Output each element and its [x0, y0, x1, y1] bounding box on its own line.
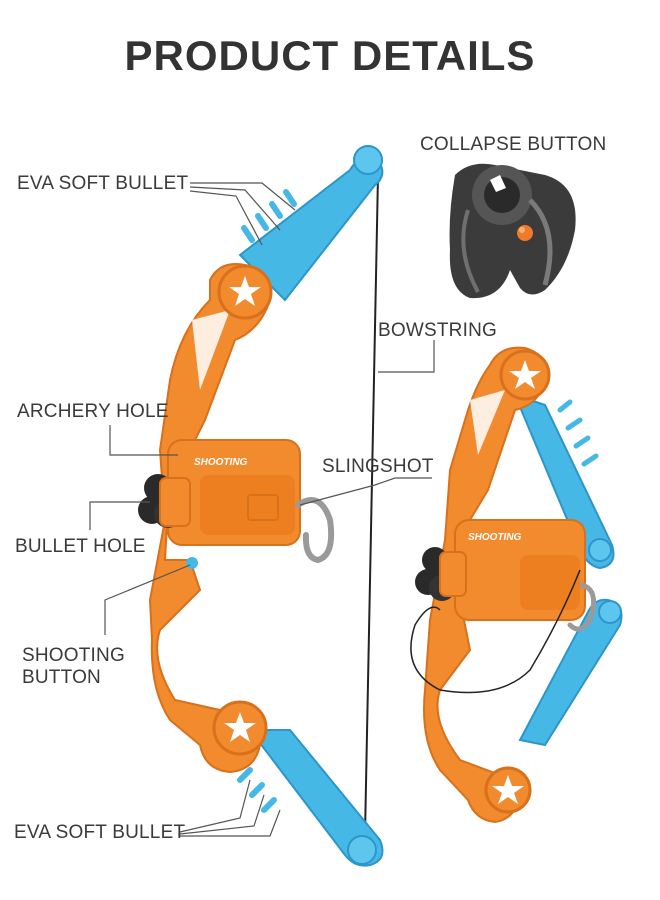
slingshot-hook: [295, 497, 335, 564]
label-collapse-button: COLLAPSE BUTTON: [420, 134, 607, 155]
label-eva-soft-bullet-top: EVA SOFT BULLET: [17, 173, 189, 194]
bowstring: [364, 174, 379, 836]
collapse-button-icon: [449, 163, 576, 299]
shooting-button-icon: [186, 557, 198, 569]
label-slingshot: SLINGSHOT: [322, 456, 434, 477]
label-shooting-button-line2: BUTTON: [22, 667, 101, 688]
callout-lines: [89, 182, 435, 837]
folded-bow: SHOOTING: [410, 346, 623, 824]
brand-text-left: SHOOTING: [194, 457, 248, 468]
label-archery-hole: ARCHERY HOLE: [17, 401, 169, 422]
page-title: PRODUCT DETAILS: [124, 32, 536, 79]
star-icon: [217, 264, 273, 320]
bottom-limb: [237, 729, 384, 867]
label-bullet-hole: BULLET HOLE: [15, 536, 146, 557]
top-limb: [238, 145, 384, 302]
star-icon: [212, 700, 268, 756]
label-eva-soft-bullet-bottom: EVA SOFT BULLET: [14, 822, 186, 843]
label-bowstring: BOWSTRING: [378, 320, 497, 341]
bullet-barrels: [138, 474, 191, 528]
label-shooting-button-line1: SHOOTING: [22, 645, 125, 666]
brand-text-right: SHOOTING: [468, 532, 522, 543]
